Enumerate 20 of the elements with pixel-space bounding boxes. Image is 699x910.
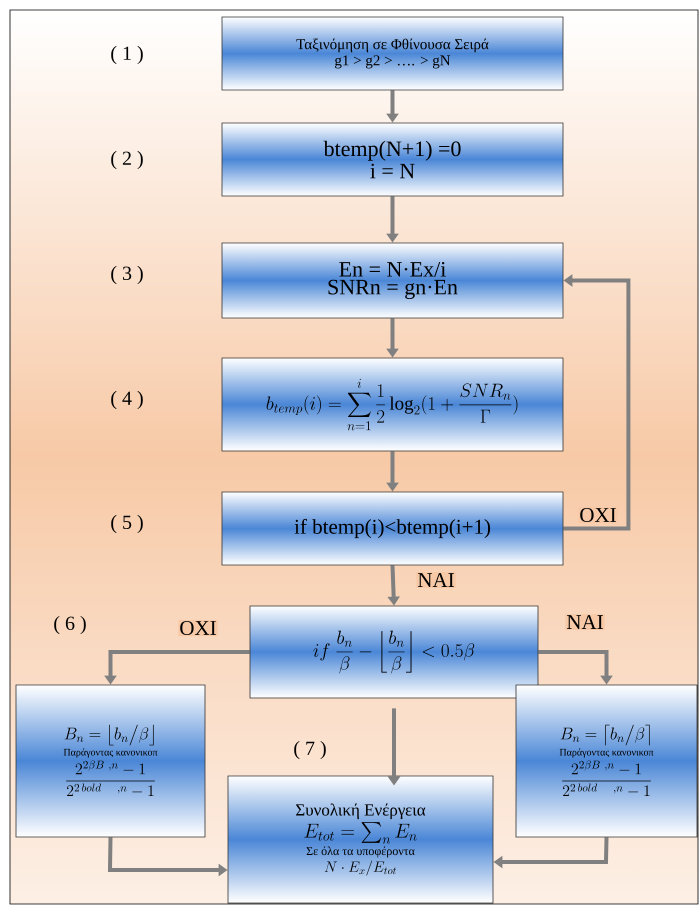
- step-number: ( 5 ): [111, 514, 143, 534]
- process-box: btemp(N+1) =0 i = N: [222, 122, 564, 196]
- step-number: ( 7 ): [294, 740, 326, 760]
- process-box: Συνολική Ενέργεια $E_{tot}=\sum_{n}E_{n}$ Σε όλα τα υποφέροντα $N\cdot E_{x}/E_{tot}$: [228, 776, 494, 904]
- step-number: ( 1 ): [111, 46, 143, 64]
- step-number: ( 6 ): [54, 616, 86, 634]
- process-box: Ταξινόμηση σε Φθίνουσα Σειρά g1 > g2 > …. > gN: [222, 16, 564, 90]
- edge-label: OXI: [578, 506, 618, 524]
- edge-label: NAI: [416, 572, 456, 588]
- edge-label: OXI: [178, 620, 218, 636]
- edge-label: NAI: [565, 614, 605, 630]
- process-box: $B_{n}=\left\lfloor b_{n}\big/\beta\right\rfloor$ Παράγοντας κανονικοπ $\frac{2^{2\beta B\ ,n}-1}{2^{2\,bold\quad ,n}-1}$: [16, 684, 206, 838]
- process-box: $B_{n}=\left\lceil b_{n}\big/\beta\right\rceil$ Παράγοντας κανονικοπ $\frac{2^{2\beta B\ ,n}-1}{2^{2\,bold\quad ,n}-1}$: [516, 684, 698, 838]
- process-box: En = N·Ex/i SNRn = gn·En: [222, 242, 564, 318]
- step-number: ( 3 ): [111, 266, 143, 284]
- step-number: ( 2 ): [111, 150, 143, 170]
- step-number: ( 4 ): [111, 390, 143, 410]
- process-box: if btemp(i)<btemp(i+1): [222, 492, 564, 566]
- process-box: $b_{temp}(i)=\sum_{n=1}^{i}\frac{1}{2}\log_{2}(1+\frac{SNR_{n}}{\Gamma})$: [222, 358, 564, 452]
- process-box: $if\ \frac{b_{n}}{\beta}-\left\lfloor\frac{b_{n}}{\beta}\right\rfloor<0.5\beta$: [250, 606, 538, 698]
